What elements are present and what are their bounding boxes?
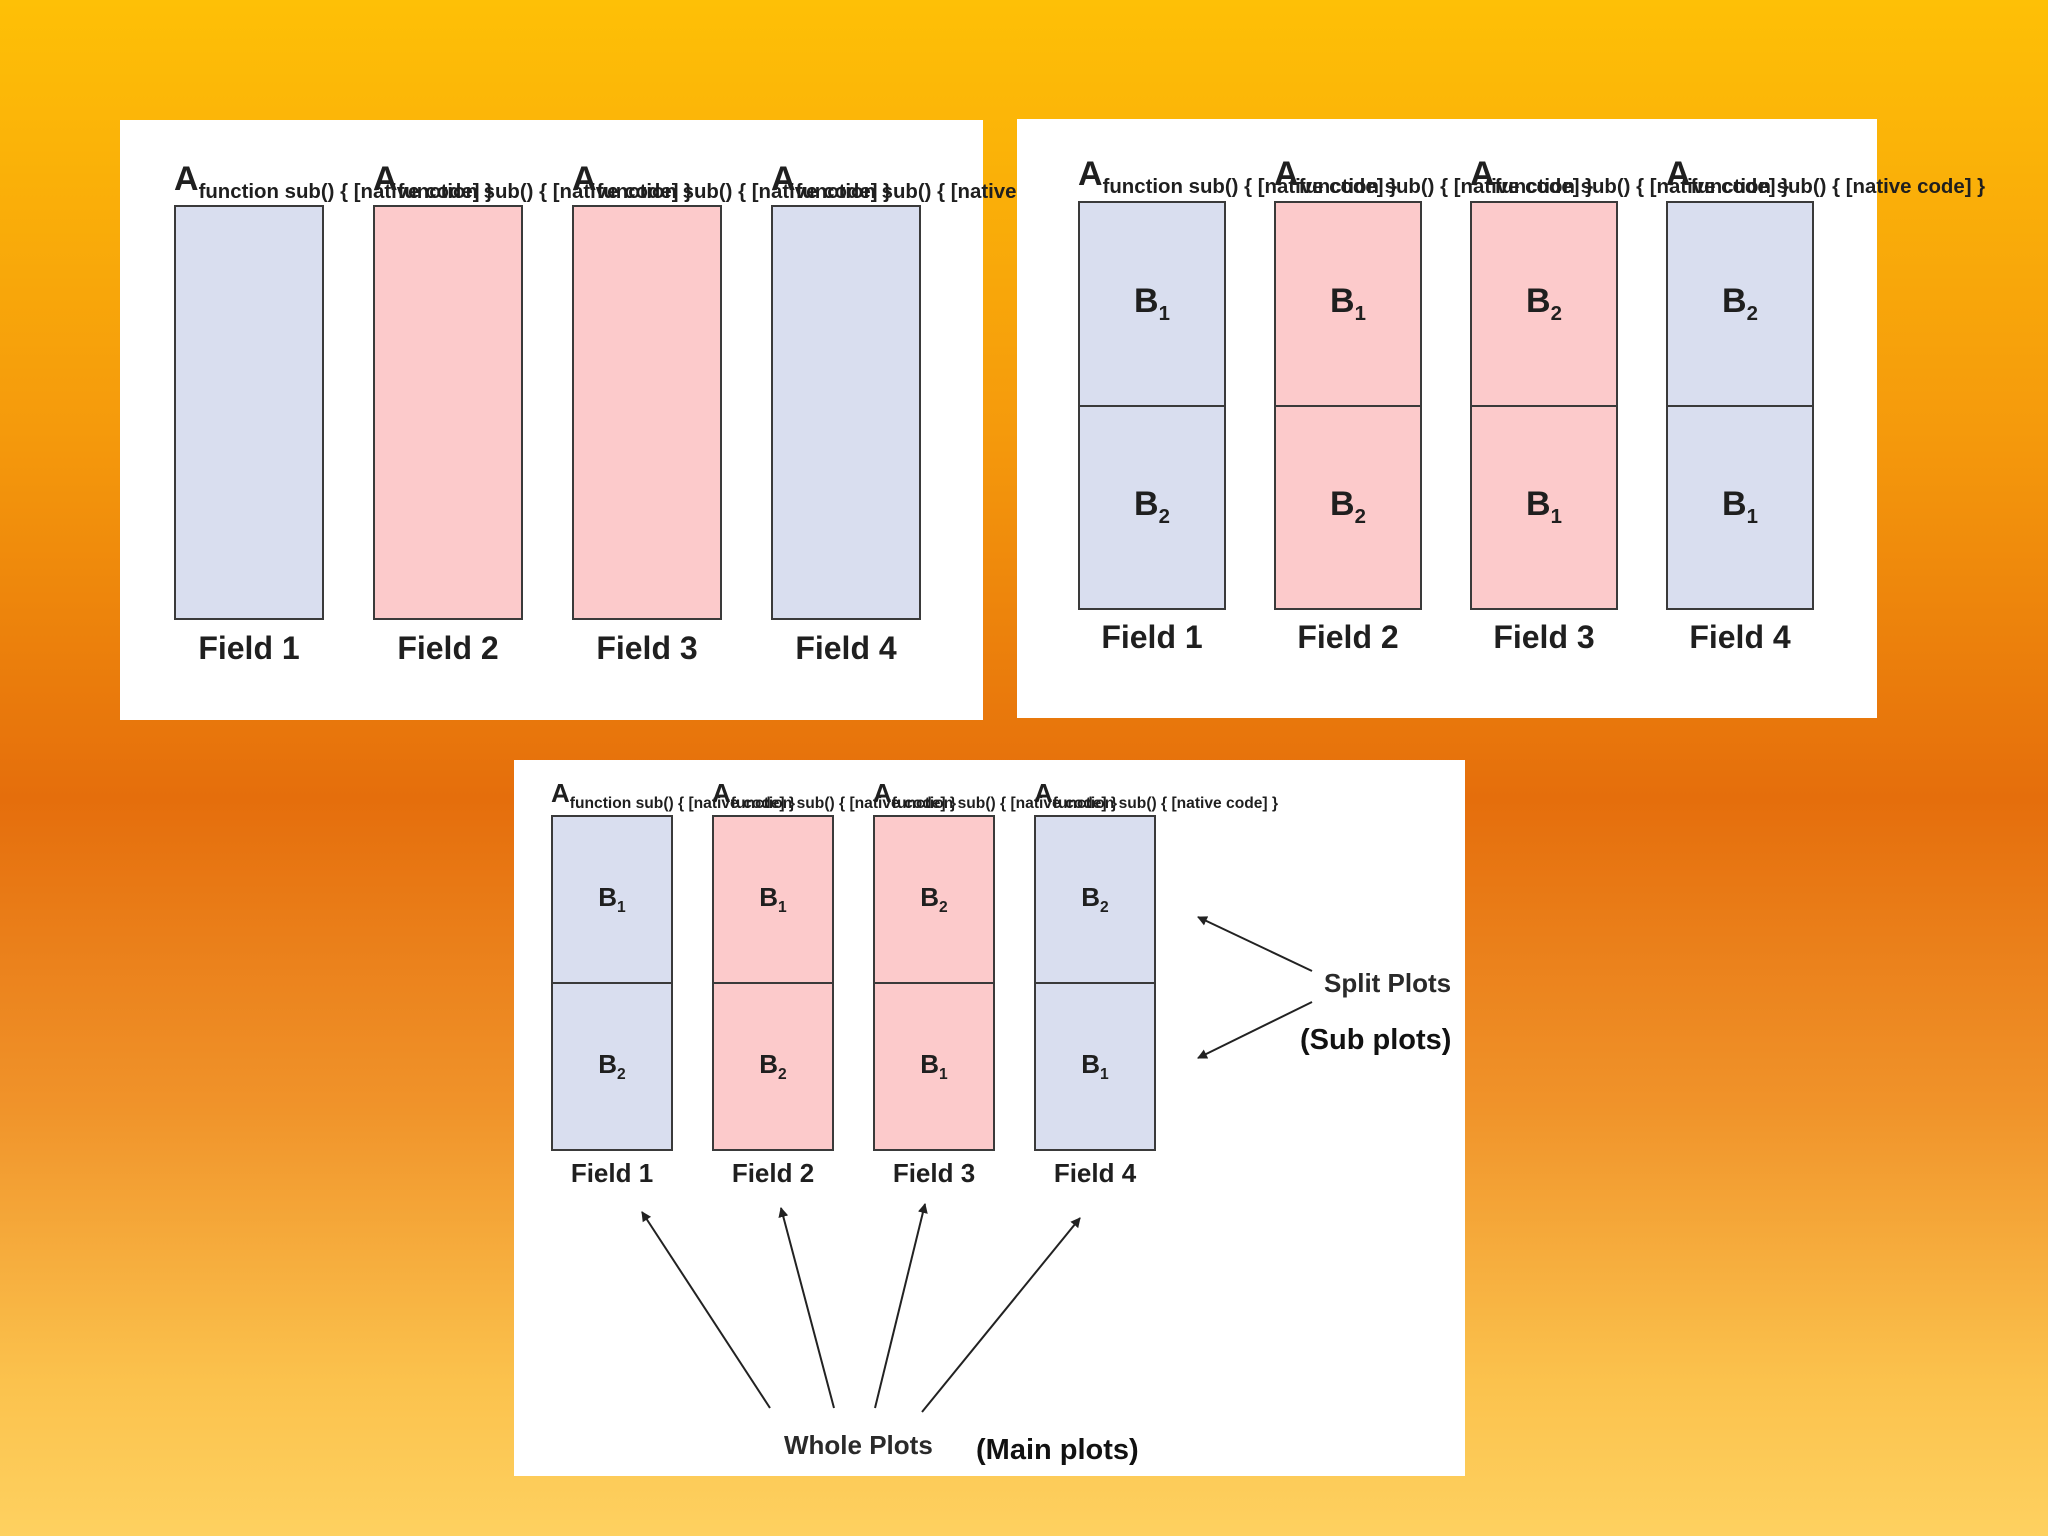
field-label-1: Field 1 [198, 630, 300, 666]
main-plot-label-field-2: Afunction sub() { [native code] } [373, 160, 693, 203]
split-plot-label-top-field-2: B1 [1330, 281, 1366, 325]
split-plot-label-top-field-3: B2 [920, 881, 948, 917]
main-plot-label-field-1: Afunction sub() { [native code] } [1078, 155, 1398, 198]
field-label-3: Field 3 [892, 1158, 976, 1188]
split-plot-bottom-field-3: B1 [1472, 405, 1616, 609]
whole-plot-field-1 [174, 205, 324, 620]
main-plot-label-field-4: Afunction sub() { [native code] } [771, 160, 1091, 203]
whole-plot-field-2 [373, 205, 523, 620]
main-plot-label-field-4: Afunction sub() { [native code] } [1666, 155, 1986, 198]
split-plot-bottom-field-4: B1 [1668, 405, 1812, 609]
main-plot-label-field-2: Afunction sub() { [native code] } [1274, 155, 1594, 198]
split-plot-top-field-4: B2 [1036, 817, 1154, 983]
split-plot-label-top-field-2: B1 [759, 881, 787, 917]
whole-plot-field-3 [572, 205, 722, 620]
split-plot-top-field-1: B1 [553, 817, 671, 983]
split-plot-label-top-field-4: B2 [1081, 881, 1109, 917]
split-plot-top-field-2: B1 [1276, 203, 1420, 406]
main-plot-label-field-4: Afunction sub() { [native code] } [1034, 778, 1279, 813]
split-plot-label-top-field-3: B2 [1526, 281, 1562, 325]
split-plot-label-bottom-field-1: B2 [598, 1048, 626, 1084]
field-label-4: Field 4 [795, 630, 897, 666]
whole-plot-field-4 [771, 205, 921, 620]
split-plot-label-top-field-1: B1 [598, 881, 626, 917]
field-label-4: Field 4 [1689, 619, 1791, 655]
field-label-1: Field 1 [1101, 619, 1203, 655]
split-plot-top-field-2: B1 [714, 817, 832, 983]
split-plot-bottom-field-2: B2 [714, 983, 832, 1149]
field-label-1: Field 1 [570, 1158, 654, 1188]
main-plot-label-field-2: Afunction sub() { [native code] } [712, 778, 957, 813]
split-plots-label: Split Plots [1324, 968, 1452, 998]
whole-arrow-field-3 [874, 1203, 928, 1409]
split-plot-top-field-1: B1 [1080, 203, 1224, 406]
whole-plots-label: Whole Plots [784, 1430, 933, 1460]
split-plot-top-field-3: B2 [875, 817, 993, 983]
split-plot-bottom-field-1: B2 [1080, 405, 1224, 609]
main-plot-label-field-1: Afunction sub() { [native code] } [551, 778, 796, 813]
annotation-arrows [641, 916, 1313, 1413]
panel-annotated-design: Split Plots (Sub plots) Whole Plots (Mai… [514, 760, 1465, 1476]
split-plot-label-bottom-field-4: B1 [1722, 485, 1758, 529]
panel-whole-plots: Afunction sub() { [native code] } Field 1… [120, 120, 1091, 720]
split-plot-label-bottom-field-2: B2 [1330, 485, 1366, 529]
main-plot-label-field-3: Afunction sub() { [native code] } [572, 160, 892, 203]
split-plot-label-bottom-field-3: B1 [920, 1048, 948, 1084]
split-plot-bottom-field-3: B1 [875, 983, 993, 1149]
split-plot-top-field-3: B2 [1472, 203, 1616, 406]
whole-arrow-field-4 [921, 1217, 1081, 1413]
main-plot-label-field-1: Afunction sub() { [native code] } [174, 160, 494, 203]
split-arrow-lower [1197, 1001, 1313, 1059]
main-plots-label: (Main plots) [976, 1434, 1139, 1466]
whole-arrow-field-2 [778, 1207, 835, 1409]
field-label-4: Field 4 [1053, 1158, 1137, 1188]
field-label-3: Field 3 [1493, 619, 1595, 655]
split-plot-bottom-field-1: B2 [553, 983, 671, 1149]
split-plot-label-top-field-4: B2 [1722, 281, 1758, 325]
split-plot-top-field-4: B2 [1668, 203, 1812, 406]
split-plot-label-top-field-1: B1 [1134, 281, 1170, 325]
split-plot-bottom-field-2: B2 [1276, 405, 1420, 609]
split-plot-label-bottom-field-2: B2 [759, 1048, 787, 1084]
main-plot-label-field-3: Afunction sub() { [native code] } [1470, 155, 1790, 198]
main-plot-label-field-3: Afunction sub() { [native code] } [873, 778, 1118, 813]
split-plot-label-bottom-field-4: B1 [1081, 1048, 1109, 1084]
split-plot-label-bottom-field-1: B2 [1134, 485, 1170, 529]
field-label-3: Field 3 [596, 630, 698, 666]
field-label-2: Field 2 [397, 630, 499, 666]
split-arrow-upper [1197, 916, 1313, 972]
whole-arrow-field-1 [641, 1211, 771, 1409]
field-label-2: Field 2 [1297, 619, 1399, 655]
field-label-2: Field 2 [731, 1158, 815, 1188]
split-plot-bottom-field-4: B1 [1036, 983, 1154, 1149]
sub-plots-label: (Sub plots) [1300, 1024, 1452, 1056]
split-plot-label-bottom-field-3: B1 [1526, 485, 1562, 529]
